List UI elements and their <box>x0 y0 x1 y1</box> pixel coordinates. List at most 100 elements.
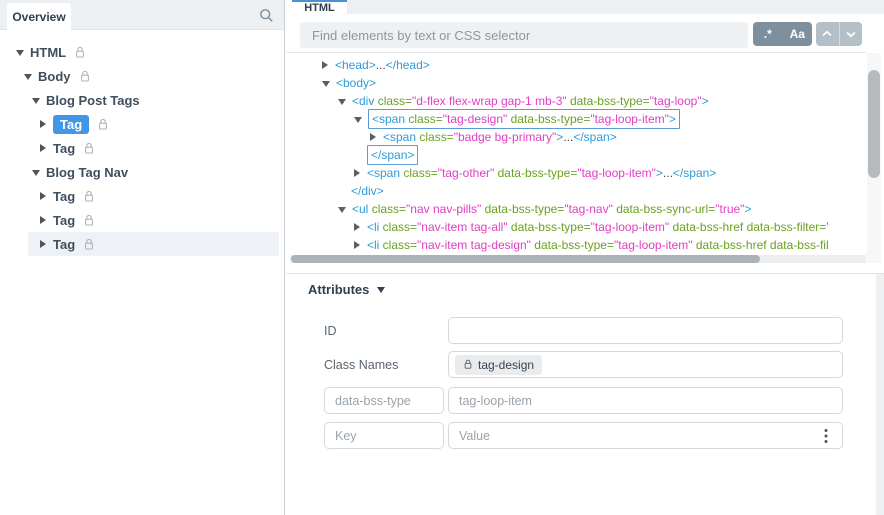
expander-arrow-icon[interactable] <box>354 169 360 177</box>
code-token: </head> <box>385 58 430 72</box>
code-token: "tag-other" <box>437 166 495 180</box>
expander-arrow-icon[interactable] <box>40 216 46 224</box>
code-token: "tag-loop" <box>649 94 702 108</box>
expander-arrow-icon[interactable] <box>354 241 360 249</box>
tree-item-tag[interactable]: Tag <box>0 208 282 232</box>
code-token: <li <box>367 220 380 234</box>
code-token: data-bss-href <box>692 238 767 252</box>
code-token: </span> <box>371 148 415 162</box>
code-token: ... <box>662 166 673 180</box>
code-token: class= <box>379 220 418 234</box>
tree-item-tag[interactable]: Tag <box>0 112 282 136</box>
find-next-button[interactable] <box>838 22 863 46</box>
tree-item-label: Blog Post Tags <box>46 92 140 108</box>
tree-item-tag[interactable]: Tag <box>28 232 279 256</box>
expander-arrow-icon[interactable] <box>338 98 346 105</box>
code-token: class= <box>368 202 407 216</box>
tree-item-tag[interactable]: Tag <box>0 136 282 160</box>
code-line[interactable]: <ul class="nav nav-pills" data-bss-type=… <box>286 200 866 218</box>
code-token: </span> <box>672 166 717 180</box>
expander-arrow-icon[interactable] <box>338 206 346 213</box>
search-icon[interactable] <box>259 8 274 23</box>
tab-overview-label: Overview <box>12 9 66 24</box>
code-token: data-bss-type= <box>530 238 614 252</box>
code-line[interactable]: </div> <box>286 182 866 200</box>
code-token: data-bss-fil <box>766 238 829 252</box>
attribute-key-input[interactable] <box>324 387 444 414</box>
attributes-section-header[interactable]: Attributes <box>308 282 391 297</box>
expander-arrow-icon[interactable] <box>322 80 330 87</box>
expander-arrow-icon[interactable] <box>40 144 46 152</box>
tree-item-label: HTML <box>30 44 67 60</box>
expander-arrow-icon[interactable] <box>322 61 328 69</box>
find-elements-input[interactable] <box>300 22 748 48</box>
class-names-input[interactable]: tag-design <box>448 351 843 378</box>
code-token: data-bss-href <box>669 220 744 234</box>
tree-item-body[interactable]: Body <box>0 64 282 88</box>
attribute-value-input[interactable] <box>448 387 843 414</box>
expander-arrow-icon[interactable] <box>32 97 40 104</box>
tab-html[interactable]: HTML <box>292 0 347 14</box>
new-attribute-value-input[interactable] <box>448 422 843 449</box>
expander-arrow-icon[interactable] <box>40 240 46 248</box>
code-line[interactable]: <head>...</head> <box>286 56 866 74</box>
dropdown-arrow-icon <box>377 287 386 293</box>
code-line[interactable]: </span> <box>286 145 866 165</box>
tab-html-label: HTML <box>304 2 335 14</box>
attributes-scrollbar-track[interactable] <box>876 274 884 515</box>
tree-item-tag[interactable]: Tag <box>0 184 282 208</box>
expander-arrow-icon[interactable] <box>24 73 32 80</box>
lock-icon <box>80 70 89 82</box>
code-token: <span <box>372 112 406 126</box>
chevron-down-icon <box>846 31 856 38</box>
code-line[interactable]: <span class="badge bg-primary">...</span… <box>286 128 866 146</box>
id-label: ID <box>324 324 337 338</box>
editor-tab-bar-fill <box>347 0 884 14</box>
code-token: data-bss-type= <box>566 94 650 108</box>
code-token: data-bss-type= <box>507 220 591 234</box>
tab-overview[interactable]: Overview <box>7 3 71 30</box>
code-token: > <box>655 166 663 180</box>
code-line[interactable]: <div class="d-flex flex-wrap gap-1 mb-3"… <box>286 92 866 110</box>
code-token: "badge bg-primary" <box>453 130 557 144</box>
class-chip-tag-design[interactable]: tag-design <box>455 354 543 375</box>
code-line[interactable]: <body> <box>286 74 866 92</box>
expander-arrow-icon[interactable] <box>354 223 360 231</box>
code-line[interactable]: <span class="tag-design" data-bss-type="… <box>286 109 866 129</box>
code-horizontal-scrollbar-thumb[interactable] <box>291 255 760 263</box>
code-line[interactable]: <li class="nav-item tag-all" data-bss-ty… <box>286 218 866 236</box>
code-vertical-scrollbar-thumb[interactable] <box>868 70 880 178</box>
code-line[interactable]: <span class="tag-other" data-bss-type="t… <box>286 164 866 182</box>
id-input[interactable] <box>448 317 843 344</box>
code-token: "tag-loop-item" <box>613 238 693 252</box>
tree-item-blog-post-tags[interactable]: Blog Post Tags <box>0 88 282 112</box>
lock-icon <box>85 238 94 250</box>
regex-toggle-button[interactable]: .* <box>763 27 772 41</box>
code-token: data-bss-type= <box>507 112 591 126</box>
code-line[interactable]: <li class="nav-item tag-design" data-bss… <box>286 236 866 254</box>
expander-arrow-icon[interactable] <box>16 49 24 56</box>
expander-arrow-icon[interactable] <box>370 133 376 141</box>
expander-arrow-icon[interactable] <box>40 192 46 200</box>
match-case-toggle-button[interactable]: Aa <box>789 27 805 41</box>
code-token: class= <box>405 112 443 126</box>
chevron-up-icon <box>822 30 832 37</box>
expander-arrow-icon[interactable] <box>354 116 362 123</box>
lock-icon <box>76 46 85 58</box>
find-previous-button[interactable] <box>816 22 839 46</box>
tree-item-html[interactable]: HTML <box>0 40 282 64</box>
code-token: class= <box>379 238 418 252</box>
code-token: <head> <box>335 58 376 72</box>
new-attribute-key-input[interactable] <box>324 422 444 449</box>
kebab-menu-icon[interactable] <box>823 428 829 449</box>
expander-arrow-icon[interactable] <box>40 120 46 128</box>
code-token: data-bss-sync-url= <box>612 202 716 216</box>
lock-icon <box>99 118 108 130</box>
code-token: "true" <box>715 202 745 216</box>
selected-element-outline: </span> <box>367 145 419 165</box>
tree-item-blog-tag-nav[interactable]: Blog Tag Nav <box>0 160 282 184</box>
code-token: > <box>668 112 676 126</box>
expander-arrow-icon[interactable] <box>32 169 40 176</box>
